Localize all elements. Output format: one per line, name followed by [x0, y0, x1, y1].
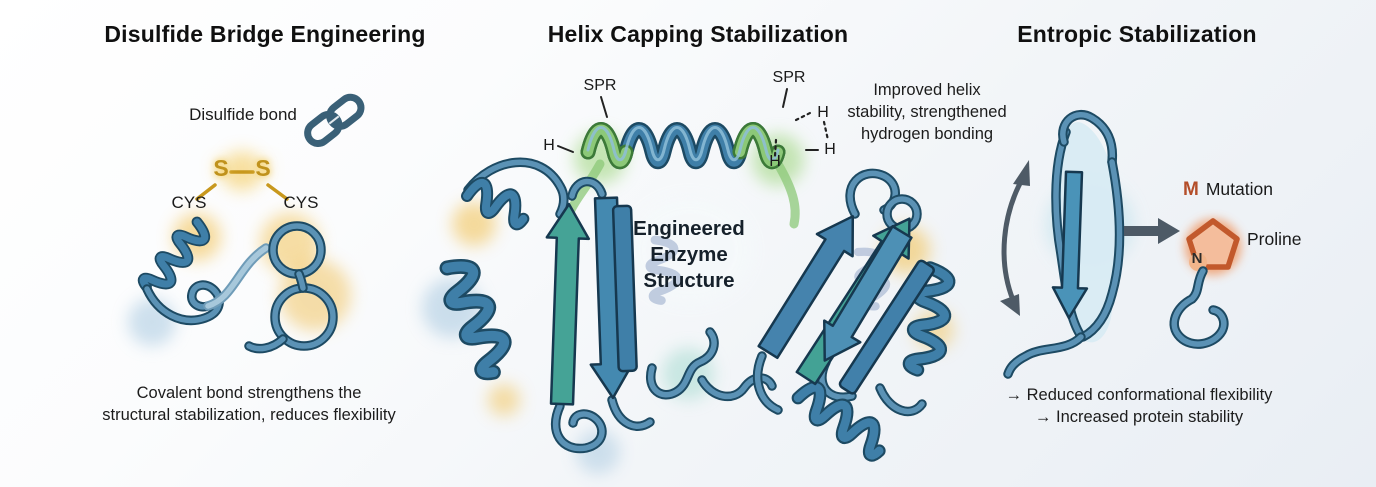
- proline-ring-icon: [1185, 218, 1241, 275]
- hydrogen-bond-lines: [557, 88, 830, 158]
- helix-note-line1: Improved helix: [873, 81, 981, 99]
- cys-right-label: CYS: [283, 193, 319, 212]
- entropic-caption-line2: → Increased protein stability: [1034, 408, 1244, 426]
- disulfide-bond-label: Disulfide bond: [189, 105, 297, 124]
- helix-note-line2: stability, strengthened: [847, 103, 1007, 121]
- flexibility-arrow-icon: [1000, 160, 1030, 316]
- disulfide-caption-line2: structural stabilization, reduces flexib…: [102, 406, 396, 424]
- spr-left-label: SPR: [583, 77, 617, 94]
- enzyme-label-line1: Engineered: [633, 217, 745, 240]
- h-label-left: H: [543, 137, 555, 154]
- cys-left-label: CYS: [171, 193, 207, 212]
- enzyme-label-line3: Structure: [643, 269, 735, 292]
- protein-ribbon-left: [141, 218, 338, 354]
- chain-link-icon: [304, 93, 365, 148]
- h-label-right-mid: H: [824, 141, 836, 158]
- proline-label: Proline: [1247, 229, 1302, 249]
- enzyme-structure: [438, 157, 950, 457]
- entropic-caption-line1: → Reduced conformational flexibility: [1005, 386, 1273, 404]
- disulfide-bond-lines: [195, 170, 289, 201]
- mutation-m-label: M: [1183, 179, 1199, 200]
- spr-right-label: SPR: [772, 69, 806, 86]
- enzyme-label-line2: Enzyme: [650, 243, 728, 266]
- proline-tail: [1169, 266, 1229, 349]
- helix-note-line3: hydrogen bonding: [860, 125, 994, 143]
- h-label-lower: H: [769, 153, 781, 170]
- panel-title-entropic: Entropic Stabilization: [1017, 21, 1257, 47]
- flexible-hairpin: [1003, 109, 1125, 379]
- panel-title-helix-capping: Helix Capping Stabilization: [547, 21, 849, 47]
- sulfur-right-label: S: [255, 155, 271, 181]
- disulfide-caption-line1: Covalent bond strengthens the: [136, 384, 362, 402]
- nitrogen-label: N: [1191, 250, 1203, 267]
- capped-helix: [588, 128, 778, 162]
- panel-title-disulfide: Disulfide Bridge Engineering: [104, 21, 426, 47]
- mutation-label-row: M Mutation: [1183, 179, 1273, 201]
- mutation-label: Mutation: [1205, 179, 1273, 199]
- h-label-right-top: H: [817, 104, 829, 121]
- mutation-arrow-icon: [1124, 218, 1180, 244]
- sulfur-left-label: S: [213, 155, 229, 181]
